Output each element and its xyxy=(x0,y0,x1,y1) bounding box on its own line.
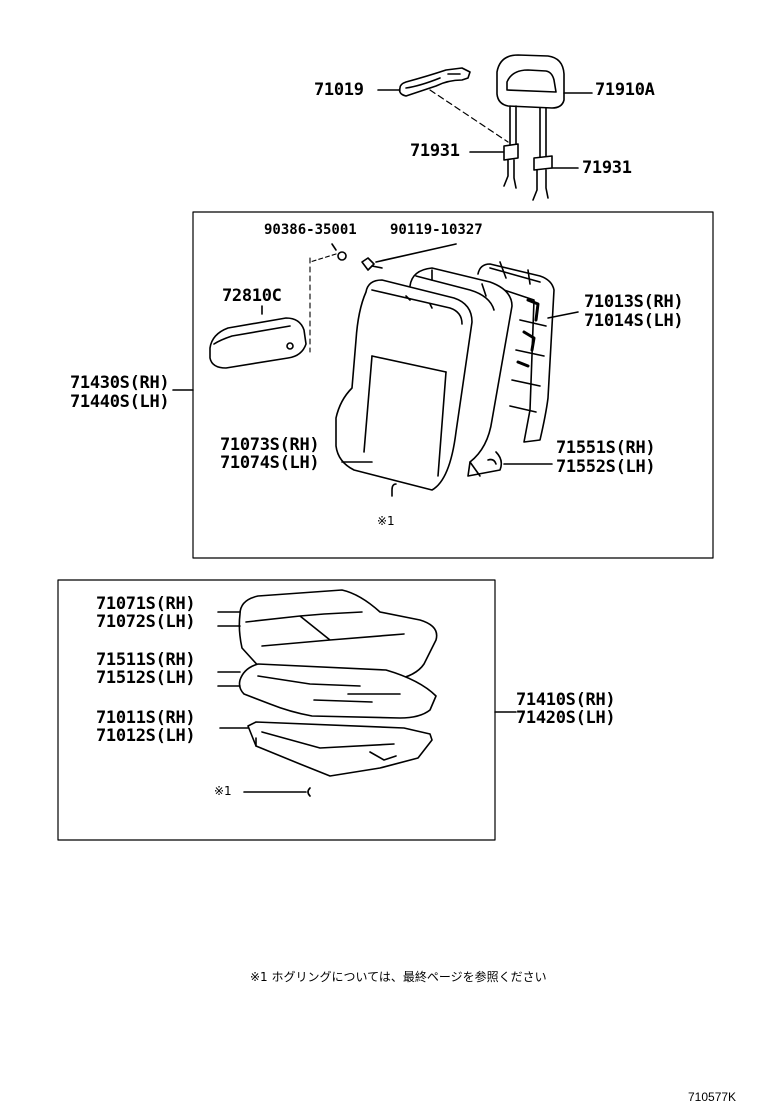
part-number-90386-35001: 90386-35001 xyxy=(264,222,357,238)
part-number-71074S: 71074S(LH) xyxy=(220,453,320,473)
seatback-frame-drawing xyxy=(477,261,579,443)
headrest-drawing xyxy=(496,54,593,161)
part-number-71013S: 71013S(RH) xyxy=(584,292,684,312)
footnote-hog-ring: ※1 ホグリングについては、最終ページを参照ください xyxy=(250,970,547,984)
part-number-90119-10327: 90119-10327 xyxy=(390,222,483,238)
part-number-71430S: 71430S(RH) xyxy=(70,373,170,393)
screw-90119-drawing xyxy=(361,243,457,271)
seatback-cover-drawing xyxy=(335,279,473,491)
part-number-71551S: 71551S(RH) xyxy=(556,438,656,458)
knob-72810C-drawing xyxy=(209,305,307,369)
seatback-group-box xyxy=(192,211,714,559)
part-number-71011S: 71011S(RH) xyxy=(96,708,196,728)
part-number-71014S: 71014S(LH) xyxy=(584,311,684,331)
part-number-72810C: 72810C xyxy=(222,286,282,306)
part-number-71552S: 71552S(LH) xyxy=(556,457,656,477)
reference-mark-seatback: ※1 xyxy=(377,514,395,528)
part-number-71072S: 71072S(LH) xyxy=(96,612,196,632)
cushion-group-box xyxy=(57,579,496,841)
cushion-cover-drawing xyxy=(217,589,438,689)
support-71931-right-drawing xyxy=(532,155,579,201)
part-number-71440S: 71440S(LH) xyxy=(70,392,170,412)
hog-ring-back-drawing xyxy=(391,483,397,497)
cushion-frame-drawing xyxy=(219,721,433,777)
part-number-71019: 71019 xyxy=(314,80,364,100)
tag-71019-drawing xyxy=(377,67,509,143)
part-number-71012S: 71012S(LH) xyxy=(96,726,196,746)
part-number-71511S: 71511S(RH) xyxy=(96,650,196,670)
part-number-71512S: 71512S(LH) xyxy=(96,668,196,688)
hog-ring-cushion-drawing xyxy=(243,787,311,797)
screw-90386-drawing xyxy=(309,243,347,353)
part-number-71071S: 71071S(RH) xyxy=(96,594,196,614)
part-number-71420S: 71420S(LH) xyxy=(516,708,616,728)
part-number-71410S: 71410S(RH) xyxy=(516,690,616,710)
diagram-code: 710577K xyxy=(688,1090,737,1104)
part-number-71931-left: 71931 xyxy=(410,141,460,161)
cushion-pad-drawing xyxy=(217,663,437,719)
reference-mark-cushion: ※1 xyxy=(214,784,232,798)
part-number-71910A: 71910A xyxy=(595,80,655,100)
part-number-71073S: 71073S(RH) xyxy=(220,435,320,455)
support-71931-left-drawing xyxy=(469,143,519,189)
part-number-71931-right: 71931 xyxy=(582,158,632,178)
